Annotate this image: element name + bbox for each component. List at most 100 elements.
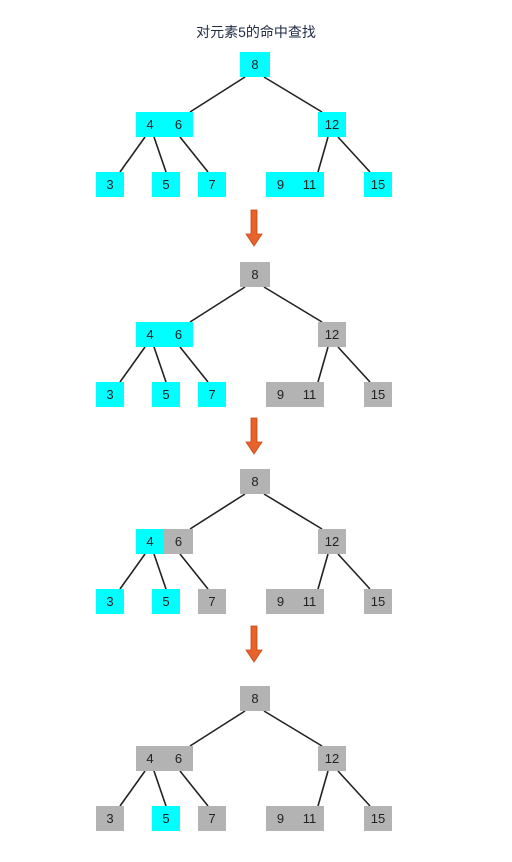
- node-cell: [96, 382, 124, 407]
- tree-node-l4-stage-1: 15: [364, 382, 392, 407]
- diagram-title: 对元素5的命中查找: [196, 24, 316, 40]
- node-cell: [266, 806, 295, 831]
- node-key: 7: [208, 387, 216, 402]
- node-key: 12: [324, 117, 340, 132]
- node-key: 6: [174, 327, 183, 342]
- node-key: 3: [106, 387, 114, 402]
- tree-node-l2-stage-1: 7: [198, 382, 226, 407]
- tree-edge-3-5: [317, 770, 329, 807]
- node-cell: [136, 746, 164, 771]
- node-key: 4: [146, 534, 154, 549]
- tree-node-l2-stage-0: 7: [198, 172, 226, 197]
- tree-edge-3-0: [189, 710, 246, 747]
- node-key: 15: [370, 387, 386, 402]
- tree-edge-3-2: [119, 770, 146, 807]
- tree-node-l1-stage-0: 5: [152, 172, 180, 197]
- tree-node-l1-stage-3: 5: [152, 806, 180, 831]
- tree-edge-0-1: [263, 76, 323, 113]
- tree-node-root-stage-2: 8: [240, 469, 270, 494]
- node-key: 5: [162, 387, 170, 402]
- tree-node-right-stage-2: 12: [318, 529, 346, 554]
- tree-edge-0-3: [153, 136, 167, 173]
- tree-node-l0-stage-2: 3: [96, 589, 124, 614]
- tree-node-right-stage-3: 12: [318, 746, 346, 771]
- node-cell: [266, 172, 295, 197]
- down-arrow-icon-1: [245, 417, 263, 455]
- tree-node-l4-stage-0: 15: [364, 172, 392, 197]
- node-cell: [240, 262, 270, 287]
- down-arrow-icon-0: [245, 209, 263, 247]
- node-key: 3: [106, 594, 114, 609]
- node-key: 15: [370, 811, 386, 826]
- tree-edge-1-5: [317, 346, 329, 383]
- tree-edge-2-0: [189, 493, 246, 530]
- node-key: 9: [276, 177, 285, 192]
- tree-edge-1-6: [337, 346, 371, 383]
- tree-edge-1-0: [189, 286, 246, 323]
- tree-edge-0-5: [317, 136, 329, 173]
- node-cell: [152, 382, 180, 407]
- tree-edge-0-4: [179, 136, 209, 173]
- node-key: 6: [174, 751, 183, 766]
- tree-edge-2-2: [119, 553, 146, 590]
- tree-node-l4-stage-3: 15: [364, 806, 392, 831]
- node-key: 4: [146, 327, 154, 342]
- node-key: 12: [324, 751, 340, 766]
- tree-edge-2-5: [317, 553, 329, 590]
- node-key: 8: [251, 691, 259, 706]
- tree-edge-1-4: [179, 346, 209, 383]
- node-key: 7: [208, 594, 216, 609]
- node-cell: [198, 172, 226, 197]
- node-key: 12: [324, 327, 340, 342]
- node-cell: [152, 806, 180, 831]
- node-key: 7: [208, 177, 216, 192]
- tree-edge-1-2: [119, 346, 146, 383]
- node-cell: [295, 806, 324, 831]
- node-key: 5: [162, 177, 170, 192]
- tree-edge-1-3: [153, 346, 167, 383]
- tree-edge-3-6: [337, 770, 371, 807]
- tree-node-root-stage-1: 8: [240, 262, 270, 287]
- node-cell: [318, 746, 346, 771]
- node-cell: [198, 806, 226, 831]
- node-cell: [266, 589, 295, 614]
- node-key: 4: [146, 751, 154, 766]
- node-key: 9: [276, 387, 285, 402]
- tree-node-l2-stage-3: 7: [198, 806, 226, 831]
- node-cell: [152, 172, 180, 197]
- node-key: 6: [174, 534, 183, 549]
- node-cell: [295, 382, 324, 407]
- tree-node-l0-stage-0: 3: [96, 172, 124, 197]
- node-cell: [240, 469, 270, 494]
- node-key: 15: [370, 594, 386, 609]
- node-cell: [198, 589, 226, 614]
- node-cell: [198, 382, 226, 407]
- node-cell: [164, 529, 193, 554]
- node-cell: [96, 806, 124, 831]
- node-key: 6: [174, 117, 183, 132]
- tree-edge-3-3: [153, 770, 167, 807]
- node-cell: [318, 322, 346, 347]
- node-key: 11: [302, 594, 317, 609]
- tree-edge-0-0: [189, 76, 246, 113]
- node-cell: [318, 112, 346, 137]
- tree-edge-3-1: [263, 710, 323, 747]
- node-key: 15: [370, 177, 386, 192]
- tree-node-l2-stage-2: 7: [198, 589, 226, 614]
- node-cell: [96, 172, 124, 197]
- node-key: 5: [162, 594, 170, 609]
- node-cell: [164, 112, 193, 137]
- tree-node-right-stage-0: 12: [318, 112, 346, 137]
- tree-edge-1-1: [263, 286, 323, 323]
- tree-edge-2-3: [153, 553, 167, 590]
- node-key: 7: [208, 811, 216, 826]
- tree-node-l1-stage-2: 5: [152, 589, 180, 614]
- node-key: 4: [146, 117, 154, 132]
- node-cell: [164, 746, 193, 771]
- node-key: 3: [106, 177, 114, 192]
